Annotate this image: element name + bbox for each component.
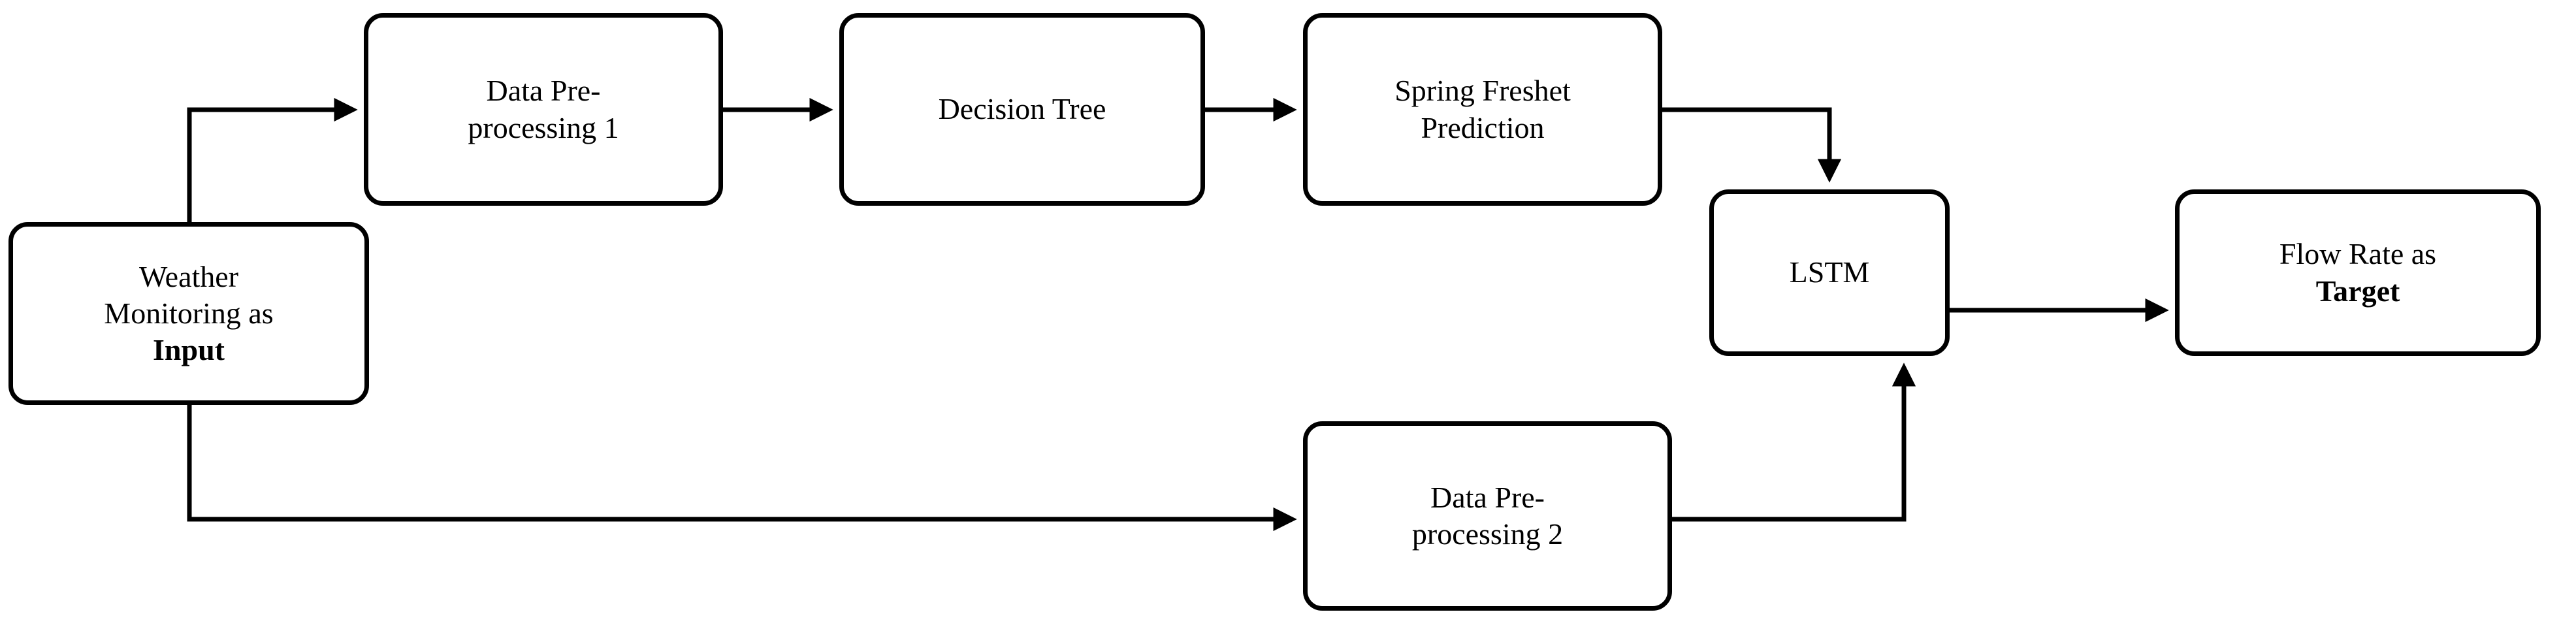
- edge-weather-to-preprocessing-1: [187, 97, 358, 222]
- node-box-data-preprocessing-2[interactable]: [1303, 421, 1672, 611]
- node-box-decision-tree[interactable]: [839, 13, 1205, 206]
- edge-preprocessing-2-to-lstm: [1672, 362, 1916, 522]
- edge-spring-freshet-to-lstm: [1662, 107, 1842, 183]
- node-box-weather-monitoring-input[interactable]: [8, 222, 369, 405]
- edge-weather-to-preprocessing-2: [187, 405, 1297, 532]
- node-box-flow-rate-target[interactable]: [2175, 189, 2541, 356]
- node-box-lstm[interactable]: [1709, 189, 1950, 356]
- edges-layer: [187, 97, 2169, 532]
- node-box-spring-freshet-prediction[interactable]: [1303, 13, 1662, 206]
- node-box-data-preprocessing-1[interactable]: [364, 13, 723, 206]
- nodes-layer: [8, 13, 2541, 611]
